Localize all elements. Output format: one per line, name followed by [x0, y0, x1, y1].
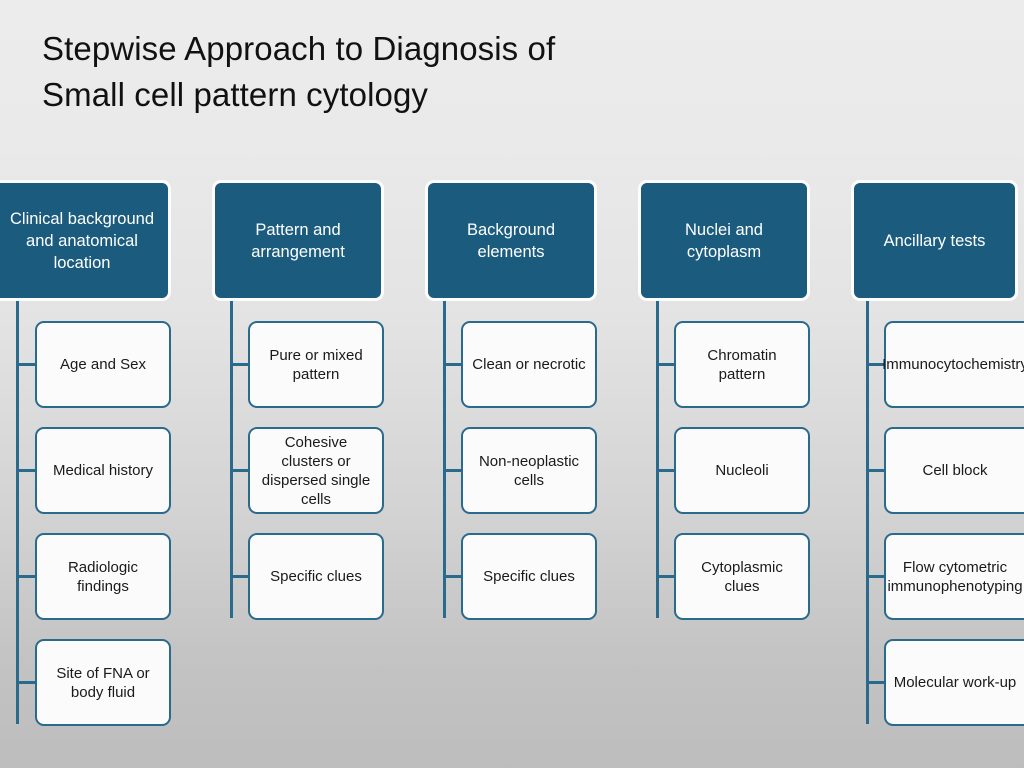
item-box-1-3[interactable]: Radiologic findings	[35, 533, 171, 620]
connector-stub-1-2	[16, 469, 38, 472]
item-box-1-1[interactable]: Age and Sex	[35, 321, 171, 408]
connector-stub-5-2	[866, 469, 888, 472]
item-box-3-2[interactable]: Non-neoplastic cells	[461, 427, 597, 514]
item-box-5-2[interactable]: Cell block	[884, 427, 1024, 514]
page-title: Stepwise Approach to Diagnosis of Small …	[42, 26, 942, 118]
item-box-3-3[interactable]: Specific clues	[461, 533, 597, 620]
connector-spine-2	[230, 301, 233, 618]
connector-stub-4-2	[656, 469, 678, 472]
item-box-4-1[interactable]: Chromatin pattern	[674, 321, 810, 408]
column-header-3[interactable]: Background elements	[425, 180, 597, 301]
connector-stub-5-1	[866, 363, 888, 366]
item-box-4-3[interactable]: Cytoplasmic clues	[674, 533, 810, 620]
connector-stub-1-3	[16, 575, 38, 578]
connector-stub-1-4	[16, 681, 38, 684]
item-box-5-4[interactable]: Molecular work-up	[884, 639, 1024, 726]
item-box-2-3[interactable]: Specific clues	[248, 533, 384, 620]
item-box-1-2[interactable]: Medical history	[35, 427, 171, 514]
connector-stub-1-1	[16, 363, 38, 366]
connector-stub-2-1	[230, 363, 252, 366]
connector-stub-2-3	[230, 575, 252, 578]
connector-stub-3-1	[443, 363, 465, 366]
column-header-4[interactable]: Nuclei and cytoplasm	[638, 180, 810, 301]
connector-stub-4-3	[656, 575, 678, 578]
column-header-1[interactable]: Clinical background and anatomical locat…	[0, 180, 171, 301]
item-box-1-4[interactable]: Site of FNA or body fluid	[35, 639, 171, 726]
connector-spine-5	[866, 301, 869, 724]
connector-stub-3-2	[443, 469, 465, 472]
connector-stub-5-3	[866, 575, 888, 578]
connector-stub-5-4	[866, 681, 888, 684]
connector-spine-3	[443, 301, 446, 618]
title-line-1: Stepwise Approach to Diagnosis of	[42, 30, 556, 67]
connector-stub-2-2	[230, 469, 252, 472]
title-line-2: Small cell pattern cytology	[42, 76, 429, 113]
connector-stub-3-3	[443, 575, 465, 578]
item-box-4-2[interactable]: Nucleoli	[674, 427, 810, 514]
item-box-3-1[interactable]: Clean or necrotic	[461, 321, 597, 408]
connector-stub-4-1	[656, 363, 678, 366]
connector-spine-1	[16, 301, 19, 724]
item-box-5-3[interactable]: Flow cytometric immunophenotyping	[884, 533, 1024, 620]
column-header-2[interactable]: Pattern and arrangement	[212, 180, 384, 301]
connector-spine-4	[656, 301, 659, 618]
column-header-5[interactable]: Ancillary tests	[851, 180, 1018, 301]
item-box-2-1[interactable]: Pure or mixed pattern	[248, 321, 384, 408]
item-box-5-1[interactable]: Immunocytochemistry	[882, 321, 1024, 408]
item-box-2-2[interactable]: Cohesive clusters or dispersed single ce…	[248, 427, 384, 514]
